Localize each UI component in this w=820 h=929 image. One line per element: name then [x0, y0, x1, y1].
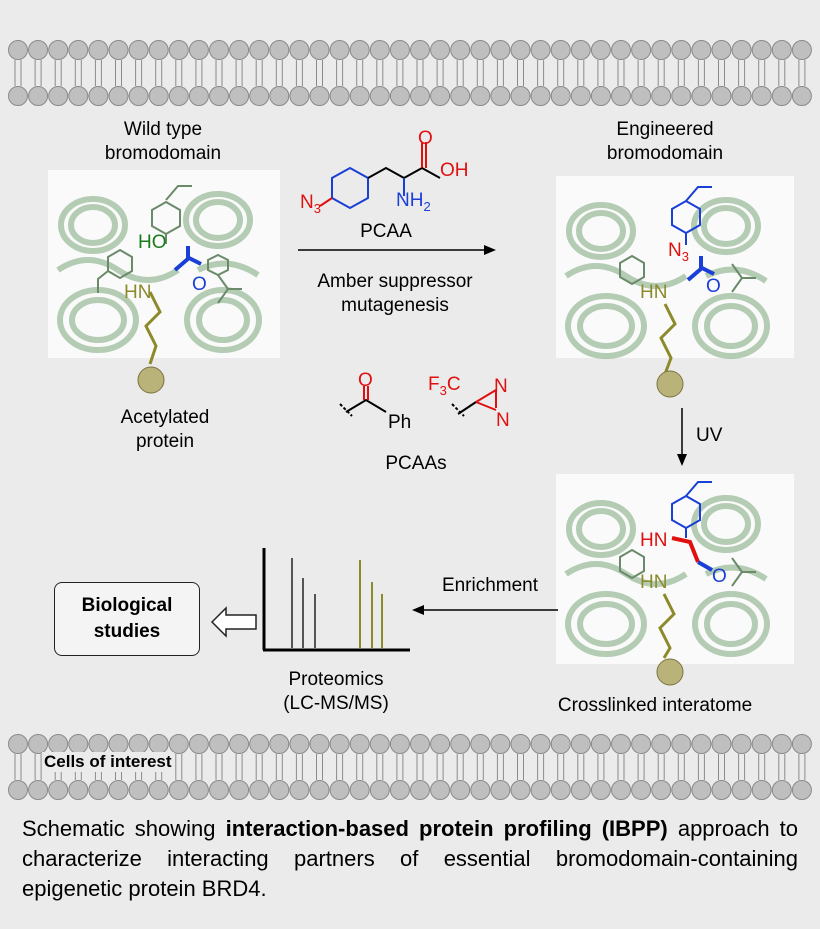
hydroxyl-label: OH: [440, 160, 469, 181]
amine-label: NH2: [396, 190, 431, 214]
caption-pre: Schematic showing: [22, 816, 226, 841]
engineered-label: Engineered bromodomain: [606, 119, 724, 164]
caption-post: approach to characterize interacting par…: [22, 816, 798, 901]
phenyl-label: Ph: [388, 412, 412, 433]
wild-type-panel: [48, 170, 280, 358]
acetyl-lysine-wt: [137, 246, 202, 394]
pcaa-structure: [319, 142, 441, 210]
reaction-arrow: [298, 245, 496, 255]
hn-crosslink-label: HN: [640, 530, 668, 551]
enrichment-arrow: [412, 605, 558, 615]
enrichment-label: Enrichment: [441, 575, 539, 596]
ho-label-wt: HO: [138, 232, 167, 253]
cf3-label: F3C: [428, 374, 461, 398]
hn-label-cross: HN: [640, 572, 668, 593]
hn-label-wt: HN: [124, 282, 152, 303]
membrane-bottom: [8, 734, 812, 800]
pcaa-label: PCAA: [360, 221, 412, 242]
acetyl-lysine-eng: [656, 256, 715, 398]
proteomics-spectrum: [262, 548, 410, 652]
wild-type-label: Wild type bromodomain: [104, 119, 222, 164]
uv-arrow: [677, 408, 687, 466]
hn-label-eng: HN: [640, 282, 668, 303]
biological-studies-label: Biological studies: [81, 595, 173, 642]
hollow-arrow: [210, 606, 257, 638]
crosslinked-label: Crosslinked interatome: [557, 695, 753, 716]
caption-bold: interaction-based protein profiling (IBP…: [225, 816, 668, 841]
o-label-cross: O: [712, 566, 727, 587]
crosslinked-panel: [556, 474, 794, 664]
azide-label: N3: [300, 192, 321, 216]
diazirine-n1-label: N: [494, 376, 508, 397]
carbonyl-o-label: O: [418, 128, 433, 149]
biological-studies-box: Biological studies: [54, 582, 200, 656]
pcaas-structures: [339, 386, 497, 417]
cells-of-interest-label: Cells of interest: [42, 752, 174, 772]
azide-label-eng: N3: [668, 240, 689, 264]
membrane-top: [8, 40, 812, 106]
acetylated-label: Acetylated protein: [120, 407, 210, 452]
figure-caption: Schematic showing interaction-based prot…: [22, 814, 798, 904]
pcaas-label: PCAAs: [385, 453, 447, 474]
o-label-eng: O: [706, 276, 721, 297]
amber-label: Amber suppressor mutagenesis: [317, 271, 473, 316]
proteomics-label: Proteomics (LC-MS/MS): [283, 669, 389, 714]
engineered-panel: [556, 176, 794, 358]
crosslink-bond: [656, 536, 713, 686]
uv-label: UV: [696, 425, 723, 446]
diazirine-n2-label: N: [496, 410, 510, 431]
o-label-wt: O: [192, 274, 207, 295]
benzophenone-o-label: O: [358, 370, 373, 391]
